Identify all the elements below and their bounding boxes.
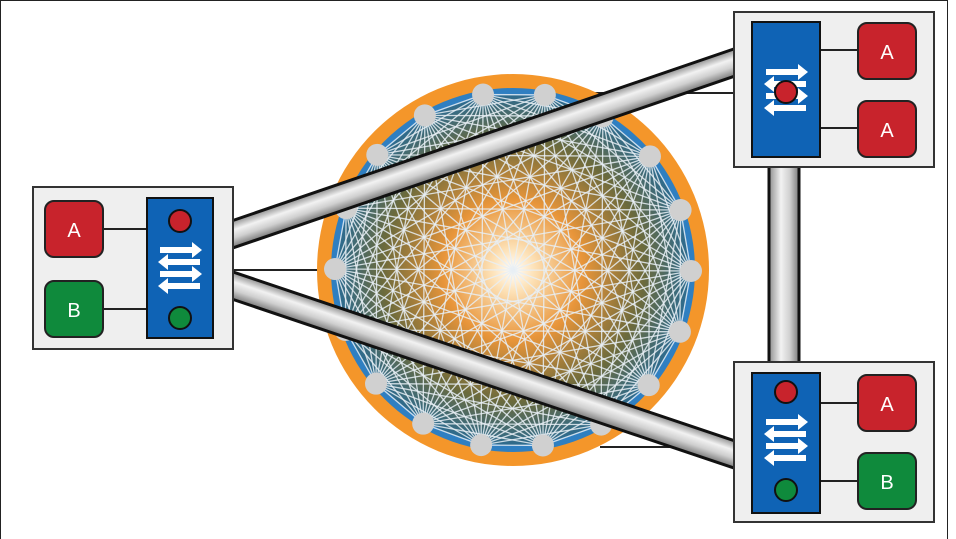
proxy-switch[interactable] [752,22,820,157]
tunnel-top-right-to-bottom-right [769,160,799,380]
mesh-node [365,373,387,395]
mesh-node [639,145,661,167]
status-dot-red [775,81,797,103]
status-dot-red [169,210,191,232]
mesh-node [680,260,702,282]
service-label: A [880,120,894,142]
mesh-node [324,258,346,280]
mesh-node [366,144,388,166]
service-a-box[interactable]: A [858,101,916,157]
mesh-node [534,84,556,106]
cluster-left: A B [33,187,233,349]
mesh-node [532,434,554,456]
status-dot-green [169,307,191,329]
cluster-bottom-right: A B [734,362,934,522]
service-label: A [880,42,894,64]
mesh-node [670,199,692,221]
service-label: B [880,472,893,494]
status-dot-green [775,479,797,501]
proxy-switch[interactable] [752,373,820,513]
service-b-box[interactable]: B [858,453,916,509]
service-b-box[interactable]: B [45,281,103,337]
mesh-node [414,104,436,126]
mesh-node [638,374,660,396]
service-a-box[interactable]: A [858,375,916,431]
mesh-node [412,413,434,435]
mesh-node [669,321,691,343]
mesh-node [470,434,492,456]
cluster-top-right: A A [734,12,934,167]
service-label: B [67,300,80,322]
status-dot-red [775,381,797,403]
service-label: A [67,220,81,242]
service-a-box[interactable]: A [45,201,103,257]
service-label: A [880,394,894,416]
proxy-switch[interactable] [147,198,213,338]
service-a-box[interactable]: A [858,23,916,79]
mesh-node [472,84,494,106]
